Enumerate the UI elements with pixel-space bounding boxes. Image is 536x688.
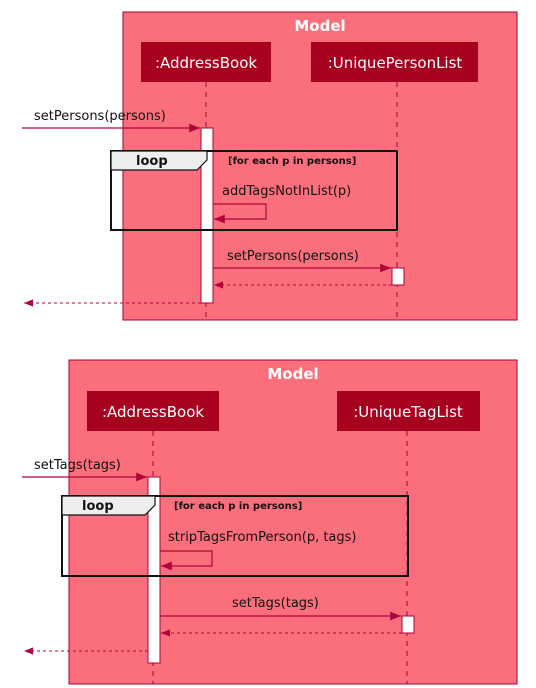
outgoing-message-label: setPersons(persons) (227, 249, 359, 264)
sequence-diagram-set-tags: Model :AddressBook :UniqueTagList setTag… (0, 350, 536, 688)
participant-address-book-box (141, 42, 271, 82)
participant-address-book-label: :AddressBook (102, 403, 204, 421)
self-message-arrow (160, 550, 213, 571)
activation-unique-tag-list (401, 615, 415, 634)
loop-fragment (110, 150, 398, 231)
participant-address-book-box (87, 391, 219, 431)
incoming-message-label: setTags(tags) (34, 458, 121, 473)
sequence-diagram-2-canvas: Model :AddressBook :UniqueTagList setTag… (22, 359, 518, 685)
loop-keyword: loop (82, 499, 114, 514)
sequence-diagram-set-persons: Model :AddressBook :UniquePersonList set… (0, 0, 536, 330)
loop-tab (61, 495, 156, 516)
self-message-arrow (213, 203, 267, 224)
self-message-label: addTagsNotInList(p) (222, 184, 351, 199)
self-message-label: stripTagsFromPerson(p, tags) (168, 530, 357, 545)
sequence-diagram-1-canvas: Model :AddressBook :UniquePersonList set… (22, 11, 518, 321)
activation-address-book (147, 476, 161, 664)
outgoing-message-label: setTags(tags) (232, 596, 319, 611)
loop-fragment (61, 495, 409, 577)
frame-title: Model (267, 365, 318, 383)
loop-tab (110, 150, 208, 171)
participant-address-book-label: :AddressBook (155, 54, 257, 72)
activation-unique-person-list (391, 267, 405, 286)
participant-unique-tag-list-label: :UniqueTagList (353, 403, 463, 421)
activation-address-book (200, 127, 214, 304)
frame-title: Model (294, 17, 345, 35)
participant-unique-person-list-label: :UniquePersonList (328, 54, 463, 72)
participant-unique-tag-list-box (337, 391, 480, 431)
loop-guard: [for each p in persons] (174, 501, 302, 512)
participant-unique-person-list-box (311, 42, 478, 82)
incoming-message-label: setPersons(persons) (34, 109, 166, 124)
loop-guard: [for each p in persons] (228, 156, 356, 167)
loop-keyword: loop (136, 154, 168, 169)
